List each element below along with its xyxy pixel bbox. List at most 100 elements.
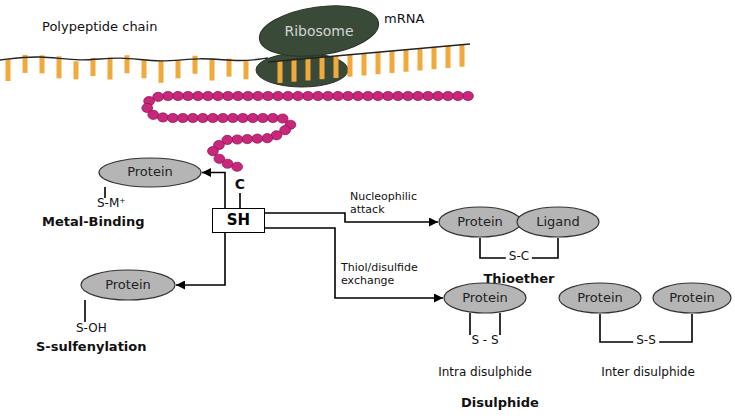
node-text-box: Protein xyxy=(558,282,642,314)
amino-acid-bead xyxy=(283,91,294,100)
sub-category-label: Intra disulphide xyxy=(438,366,532,380)
amino-acid-bead xyxy=(208,147,219,156)
mrna-tick xyxy=(348,55,353,77)
bond-label: S - S xyxy=(471,334,498,348)
amino-acid-chain xyxy=(142,91,474,171)
node-label: Ligand xyxy=(536,215,580,230)
bond-label: S-M⁺ xyxy=(97,197,126,211)
protein-ellipse xyxy=(444,283,526,313)
amino-acid-bead xyxy=(323,91,334,100)
amino-acid-bead xyxy=(257,113,268,122)
part-label: Polypeptide chain xyxy=(42,20,157,35)
node-text-box: SH xyxy=(213,209,264,232)
amino-acid-bead xyxy=(393,91,404,100)
mrna-tick xyxy=(376,52,381,74)
mrna-tick xyxy=(460,45,465,67)
bond-stem xyxy=(239,193,241,208)
amino-acid-bead xyxy=(273,91,284,100)
node-label: Protein xyxy=(577,291,623,306)
amino-acid-bead xyxy=(453,91,464,100)
edge-label: Nucleophilic attack xyxy=(350,191,438,216)
amino-acid-bead xyxy=(177,113,188,122)
node-ellipse: Ligand xyxy=(516,206,600,238)
amino-acid-bead xyxy=(213,91,224,100)
protein-ellipse xyxy=(81,270,175,300)
amino-acid-bead xyxy=(233,91,244,100)
reaction-arrow xyxy=(265,228,443,298)
node-ellipse: Protein xyxy=(443,282,527,314)
node-ellipse: Protein xyxy=(652,282,732,314)
node-ellipse: Protein xyxy=(80,269,176,301)
node-label: Ribosome xyxy=(284,23,353,39)
mrna-tick xyxy=(362,53,367,75)
ribosome-shape xyxy=(256,0,382,63)
amino-acid-bead xyxy=(343,91,354,100)
amino-acid-bead xyxy=(373,91,384,100)
protein-ellipse xyxy=(559,283,641,313)
node-ellipse: Protein xyxy=(98,157,202,188)
reaction-arrow xyxy=(202,173,225,209)
node-label: Protein xyxy=(105,278,151,293)
process-box: SH xyxy=(212,208,265,233)
part-label: mRNA xyxy=(384,12,424,27)
node-label: Protein xyxy=(669,291,715,306)
amino-acid-bead xyxy=(263,91,274,100)
polypeptide-tick xyxy=(74,61,79,79)
node-text-box: Ligand xyxy=(516,206,600,238)
polypeptide-tick xyxy=(210,59,215,81)
amino-acid-bead xyxy=(413,91,424,100)
mrna-tick xyxy=(446,46,451,68)
polypeptide-tick xyxy=(57,56,62,78)
ligand-ellipse xyxy=(517,207,599,237)
amino-acid-bead xyxy=(197,113,208,122)
amino-acid-bead xyxy=(403,91,414,100)
node-text-box: Protein xyxy=(652,282,732,314)
amino-acid-bead xyxy=(293,91,304,100)
amino-acid-bead xyxy=(163,91,174,100)
mrna-tick xyxy=(292,60,297,82)
amino-acid-bead xyxy=(217,113,228,122)
mrna-tick xyxy=(418,48,423,70)
category-title: Metal-Binding xyxy=(42,215,145,230)
amino-acid-bead xyxy=(243,91,254,100)
amino-acid-bead xyxy=(267,113,278,122)
polypeptide-tick xyxy=(40,55,45,73)
amino-acid-bead xyxy=(173,91,184,100)
edge-label: S-S xyxy=(633,334,659,348)
polypeptide-tick xyxy=(159,61,164,83)
mrna-tick xyxy=(390,51,395,73)
amino-acid-bead xyxy=(242,134,253,143)
mrna-tick xyxy=(320,57,325,79)
amino-acid-bead xyxy=(313,91,324,100)
polypeptide-tick xyxy=(142,60,147,78)
amino-acid-bead xyxy=(148,110,159,119)
amino-acid-bead xyxy=(203,91,214,100)
amino-acid-bead xyxy=(247,113,258,122)
node-label: Protein xyxy=(462,291,508,306)
polypeptide-tick xyxy=(176,60,181,78)
bond-stem xyxy=(499,313,501,335)
ribosome-subunit xyxy=(256,53,348,87)
polypeptide-tick xyxy=(6,59,11,81)
amino-acid-bead xyxy=(252,134,263,143)
amino-acid-bead xyxy=(222,159,233,168)
residue-label: C xyxy=(235,176,245,192)
amino-acid-bead xyxy=(423,91,434,100)
node-text-box: Protein xyxy=(80,269,176,301)
node-ellipse: Protein xyxy=(558,282,642,314)
edge-label: Thiol/disulfide exchange xyxy=(341,262,441,287)
amino-acid-bead xyxy=(262,134,273,143)
amino-acid-bead xyxy=(158,113,169,122)
node-label: Protein xyxy=(457,215,503,230)
node-ellipse: Ribosome xyxy=(258,6,380,56)
amino-acid-bead xyxy=(433,91,444,100)
node-text-box: Protein xyxy=(98,157,202,188)
amino-acid-bead xyxy=(207,113,218,122)
protein-ellipse xyxy=(439,207,521,237)
bond-stems xyxy=(85,187,500,335)
category-title: S-sulfenylation xyxy=(36,340,147,355)
polypeptide-line xyxy=(0,57,268,61)
amino-acid-bead xyxy=(443,91,454,100)
